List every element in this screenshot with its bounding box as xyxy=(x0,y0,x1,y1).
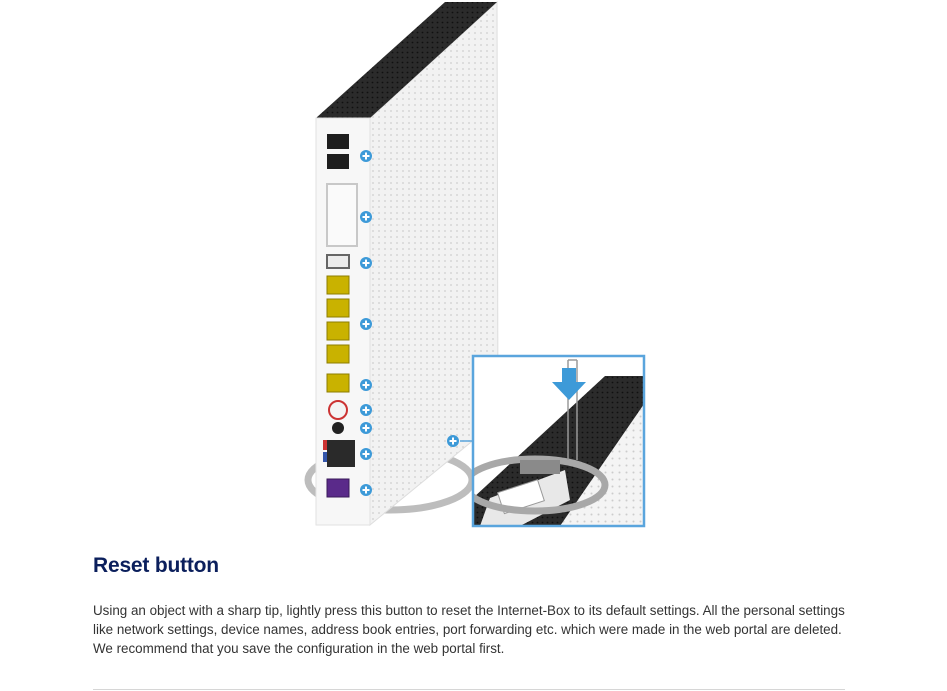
mobile-slot xyxy=(326,183,358,247)
router-illustration xyxy=(304,0,646,528)
usb-port-hotspot[interactable] xyxy=(360,257,372,269)
reset-inset xyxy=(473,356,644,526)
phone-ports xyxy=(327,134,349,169)
inset-frame xyxy=(471,354,646,528)
dsl-port-hotspot[interactable] xyxy=(360,448,372,460)
mobile-slot-hotspot[interactable] xyxy=(360,211,372,223)
fibre-port-hotspot[interactable] xyxy=(360,484,372,496)
device-top-vents xyxy=(316,2,497,118)
internet-box-figure xyxy=(280,0,680,535)
power-jack xyxy=(332,422,344,434)
divider xyxy=(93,689,845,690)
phone-ports-hotspot[interactable] xyxy=(360,150,372,162)
section-title: Reset button xyxy=(93,554,219,577)
reset-button-hotspot[interactable] xyxy=(447,435,459,447)
ethernet-ports xyxy=(326,275,350,393)
power-button xyxy=(328,400,348,420)
wan-port-hotspot[interactable] xyxy=(360,379,372,391)
fibre-port xyxy=(326,478,350,498)
ethernet-ports-hotspot[interactable] xyxy=(360,318,372,330)
power-jack-hotspot[interactable] xyxy=(360,422,372,434)
usb-port xyxy=(326,254,350,269)
dsl-port xyxy=(323,440,355,467)
power-button-hotspot[interactable] xyxy=(360,404,372,416)
press-down-arrow-icon xyxy=(552,368,586,400)
section-description: Using an object with a sharp tip, lightl… xyxy=(93,603,845,656)
